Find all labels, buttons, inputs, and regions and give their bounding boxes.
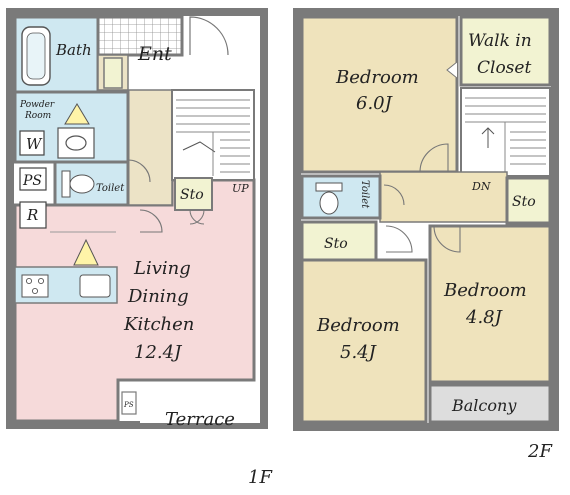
toilet-label: Toilet bbox=[96, 183, 125, 194]
door-swing-closet bbox=[446, 61, 458, 79]
walk-in-closet bbox=[459, 15, 552, 87]
terrace-area bbox=[140, 384, 260, 423]
bedroom-4-8j-size: 4.8J bbox=[465, 307, 504, 328]
kitchen-light-icon bbox=[73, 238, 99, 266]
door-swing-hall bbox=[127, 159, 151, 183]
bedroom-4-8j-label: Bedroom bbox=[443, 280, 527, 301]
hallway bbox=[127, 89, 173, 206]
washer-label: W bbox=[26, 135, 43, 153]
ps-label: PS bbox=[22, 173, 42, 189]
toilet-tank-icon bbox=[61, 170, 71, 198]
powder-room-label-2: Room bbox=[24, 111, 51, 121]
terrace-label: Terrace bbox=[165, 409, 235, 430]
floor-1 bbox=[6, 8, 268, 429]
toilet-2f-label: Toilet bbox=[359, 180, 370, 209]
toilet-bowl-icon bbox=[69, 174, 95, 194]
ldk-label-1: Living bbox=[133, 258, 191, 279]
entrance-door-swing bbox=[189, 16, 229, 56]
door-swing-sto bbox=[189, 209, 205, 225]
bedroom-5-4j-label: Bedroom bbox=[316, 315, 400, 336]
bedroom-6j-label: Bedroom bbox=[335, 67, 419, 88]
ldk-size-label: 12.4J bbox=[134, 342, 183, 363]
kitchen-sink-icon bbox=[79, 274, 111, 298]
floor-2 bbox=[293, 8, 559, 431]
refrigerator-box bbox=[19, 201, 47, 229]
bath-label: Bath bbox=[55, 41, 92, 59]
storage-1f bbox=[174, 177, 213, 211]
sink-icon bbox=[65, 135, 87, 151]
storage-1f-label: Sto bbox=[180, 187, 204, 203]
storage-2f-right-label: Sto bbox=[512, 194, 536, 210]
bedroom-6j-size: 6.0J bbox=[356, 93, 394, 114]
walk-in-label-2: Closet bbox=[477, 58, 531, 78]
dn-label: DN bbox=[471, 180, 491, 193]
floor1-label: 1F bbox=[248, 467, 273, 488]
bathtub-inner bbox=[26, 32, 46, 80]
ps-small-box bbox=[121, 391, 137, 415]
bedroom-5-4j-size: 5.4J bbox=[340, 342, 378, 363]
entrance-label: Ent bbox=[137, 43, 172, 65]
ldk-label-3: Kitchen bbox=[123, 314, 194, 335]
door-swing-bedroom-6j bbox=[419, 143, 449, 173]
bedroom-6j bbox=[300, 15, 459, 174]
storage-2f-left-label: Sto bbox=[324, 236, 348, 252]
ps-small-label: PS bbox=[123, 401, 134, 409]
washer-icon bbox=[19, 130, 45, 156]
bedroom-4-8j bbox=[428, 224, 552, 384]
shoe-cabinet bbox=[103, 57, 123, 89]
toilet-2f-tank-icon bbox=[315, 182, 343, 192]
entrance-tiles bbox=[96, 15, 184, 57]
door-swing-ldk bbox=[139, 209, 163, 233]
storage-2f-right bbox=[505, 176, 552, 225]
powder-room-label-1: Powder bbox=[19, 100, 55, 110]
ps-box bbox=[19, 167, 47, 191]
refrigerator-label: R bbox=[26, 206, 38, 224]
door-swing-toilet-2f bbox=[383, 184, 405, 206]
balcony bbox=[428, 383, 552, 424]
walk-in-label-1: Walk in bbox=[468, 31, 532, 51]
ldk-label-2: Dining bbox=[127, 286, 189, 307]
up-label: UP bbox=[232, 182, 249, 195]
floor2-label: 2F bbox=[527, 441, 553, 462]
bedroom-5-4j bbox=[300, 258, 428, 424]
light-icon bbox=[64, 103, 90, 125]
stove-icon bbox=[21, 274, 49, 298]
balcony-label: Balcony bbox=[451, 396, 517, 415]
door-swing-bedroom-5-4j bbox=[385, 225, 413, 253]
toilet-2f-bowl-icon bbox=[319, 191, 339, 215]
door-swing-bedroom-4-8j bbox=[433, 225, 461, 253]
